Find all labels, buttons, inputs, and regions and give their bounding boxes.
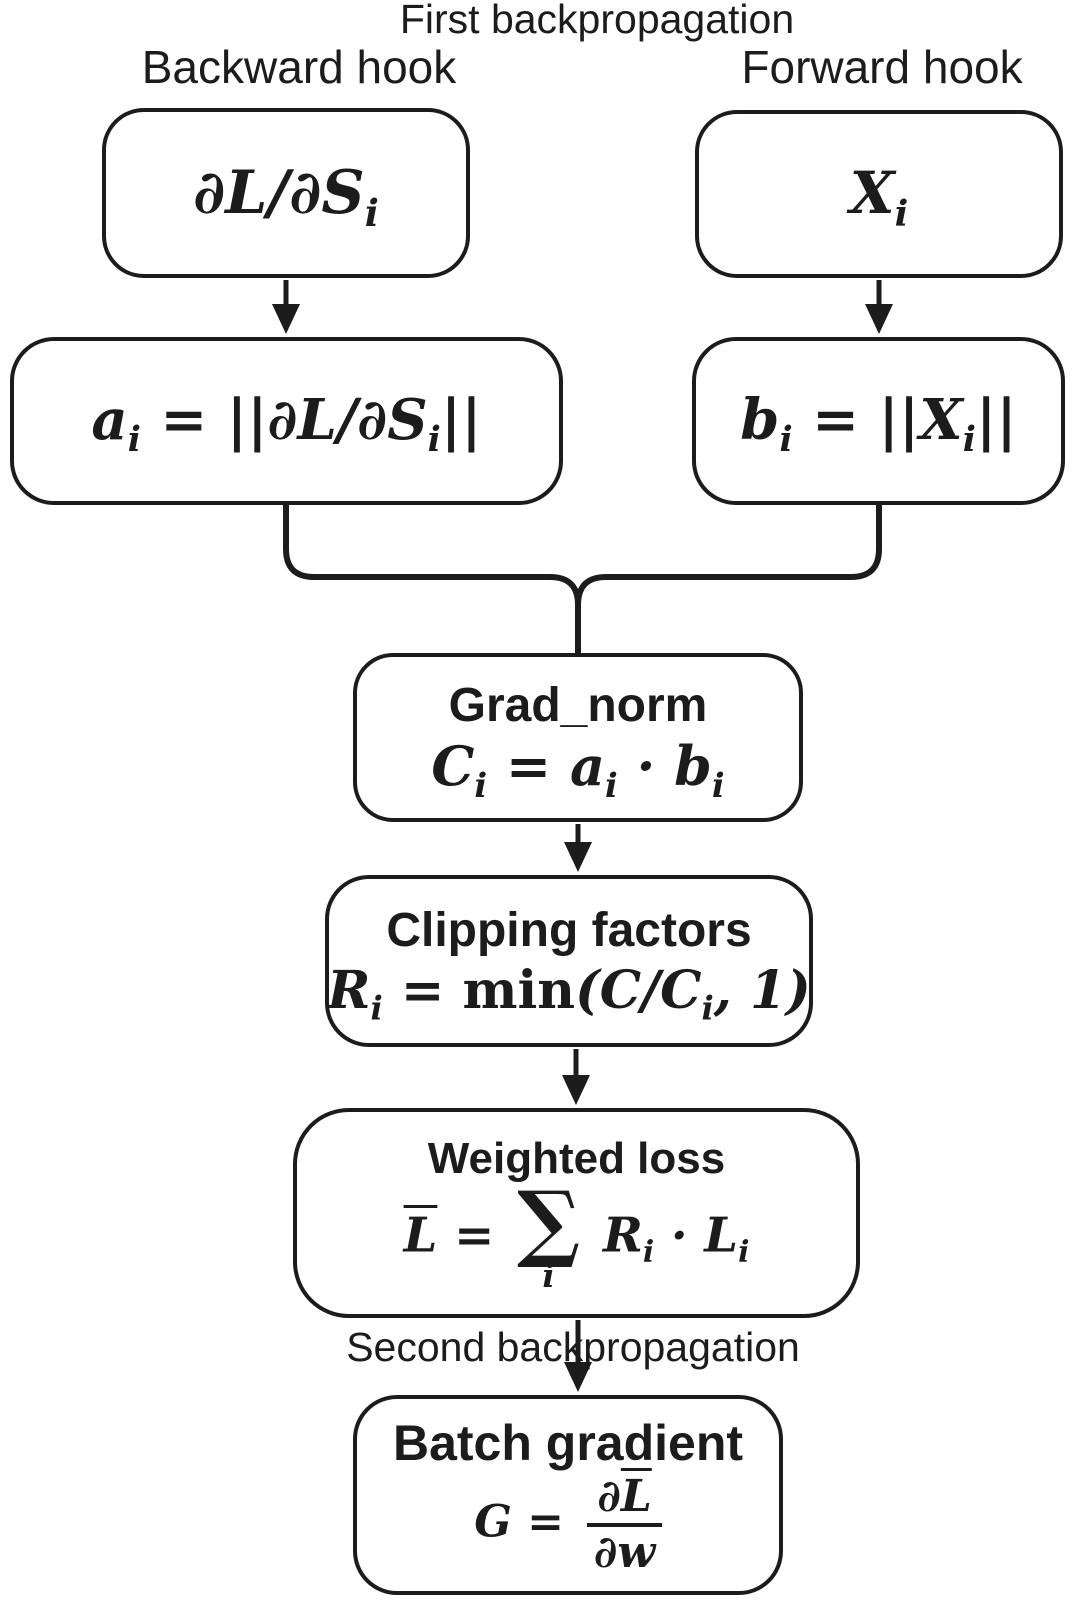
node-backward-norm: ai = ||∂L/∂Si|| — [10, 337, 563, 505]
label-second-backpropagation: Second backpropagation — [346, 1324, 800, 1370]
node-grad-norm: Grad_norm Ci = ai · bi — [353, 653, 803, 822]
label-backward-hook: Backward hook — [141, 41, 457, 93]
node-forward-input: Xi — [695, 110, 1063, 278]
title-clipping-factors: Clipping factors — [386, 903, 752, 957]
node-batch-gradient: Batch gradient G = ∂L∂w — [353, 1395, 783, 1595]
merge-connector-left — [283, 505, 581, 657]
title-weighted-loss: Weighted loss — [427, 1133, 726, 1183]
formula-batch-gradient: G = ∂L∂w — [474, 1474, 662, 1575]
node-backward-input: ∂L/∂Si — [102, 108, 470, 278]
node-forward-norm: bi = ||Xi|| — [692, 337, 1065, 505]
node-weighted-loss: Weighted loss L = ∑i Ri · Li — [293, 1108, 860, 1318]
formula-backward-norm: ai = ||∂L/∂Si|| — [91, 387, 482, 461]
formula-forward-norm: bi = ||Xi|| — [740, 387, 1017, 461]
formula-grad-norm: Ci = ai · bi — [431, 734, 725, 806]
title-grad-norm: Grad_norm — [448, 679, 708, 733]
formula-clipping-factors: Ri = min(C/Ci, 1) — [327, 960, 811, 1028]
formula-backward-input: ∂L/∂Si — [193, 158, 379, 235]
merge-connector-right — [575, 505, 882, 657]
label-first-backpropagation: First backpropagation — [399, 0, 795, 42]
formula-weighted-loss: L = ∑i Ri · Li — [403, 1172, 750, 1295]
title-batch-gradient: Batch gradient — [392, 1415, 744, 1472]
formula-forward-input: Xi — [849, 159, 909, 235]
node-clipping-factors: Clipping factors Ri = min(C/Ci, 1) — [325, 875, 813, 1047]
label-forward-hook: Forward hook — [741, 41, 1023, 93]
